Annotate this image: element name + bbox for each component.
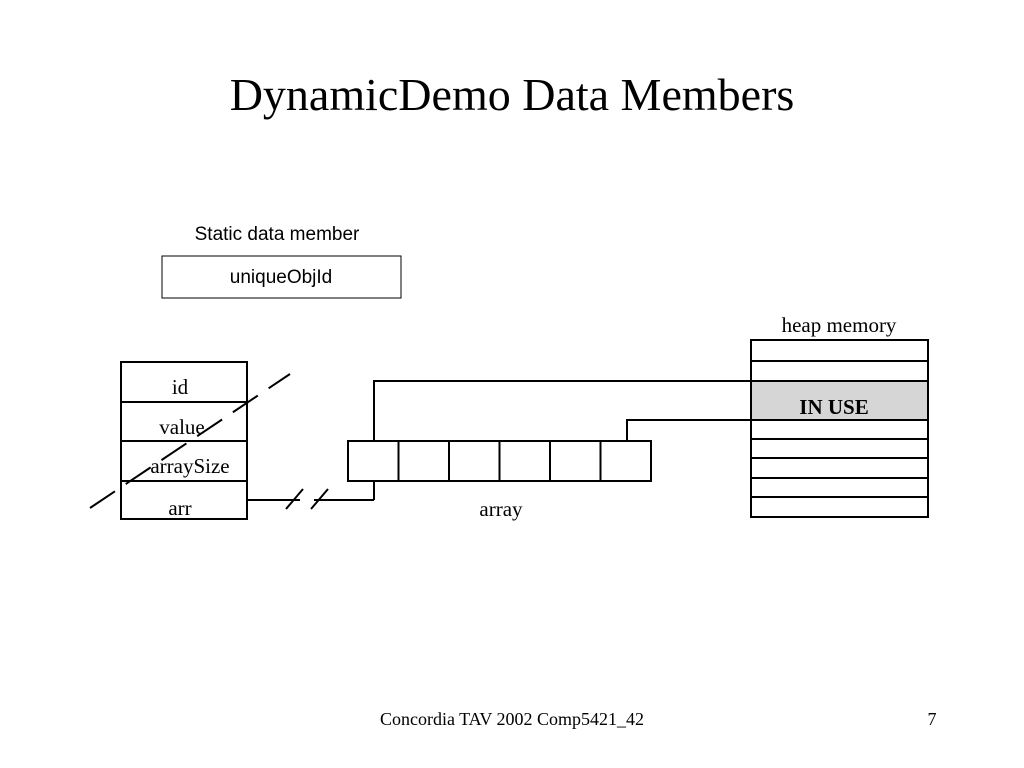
heap-memory-frame <box>750 339 929 518</box>
array-cell <box>549 440 602 482</box>
static-member-box <box>161 255 402 299</box>
heap-label: heap memory <box>782 313 897 337</box>
static-member-caption: Static data member <box>195 224 360 245</box>
array-cell <box>397 440 450 482</box>
page-number: 7 <box>928 709 937 729</box>
break-mark <box>310 488 329 510</box>
field-arraysize: arraySize <box>150 454 229 478</box>
scope-cut-line <box>89 373 291 509</box>
heap-memory-block: IN USE <box>750 339 929 518</box>
array-cell <box>347 440 400 482</box>
array-label: array <box>479 497 523 521</box>
array-cell <box>498 440 551 482</box>
slide-title: DynamicDemo Data Members <box>230 69 795 120</box>
array-block <box>347 440 652 482</box>
array-to-heap-connector <box>626 419 751 441</box>
break-mark <box>285 488 304 510</box>
static-member-name: uniqueObjId <box>230 267 332 288</box>
field-arr: arr <box>168 496 191 520</box>
field-id: id <box>172 375 189 399</box>
in-use-label: IN USE <box>799 395 868 419</box>
in-use-region <box>752 381 928 419</box>
array-cell <box>599 440 652 482</box>
footer-text: Concordia TAV 2002 Comp5421_42 <box>380 709 644 729</box>
array-cell <box>448 440 501 482</box>
array-to-heap-connector <box>373 380 751 441</box>
object-record: id value arraySize arr <box>120 361 248 520</box>
